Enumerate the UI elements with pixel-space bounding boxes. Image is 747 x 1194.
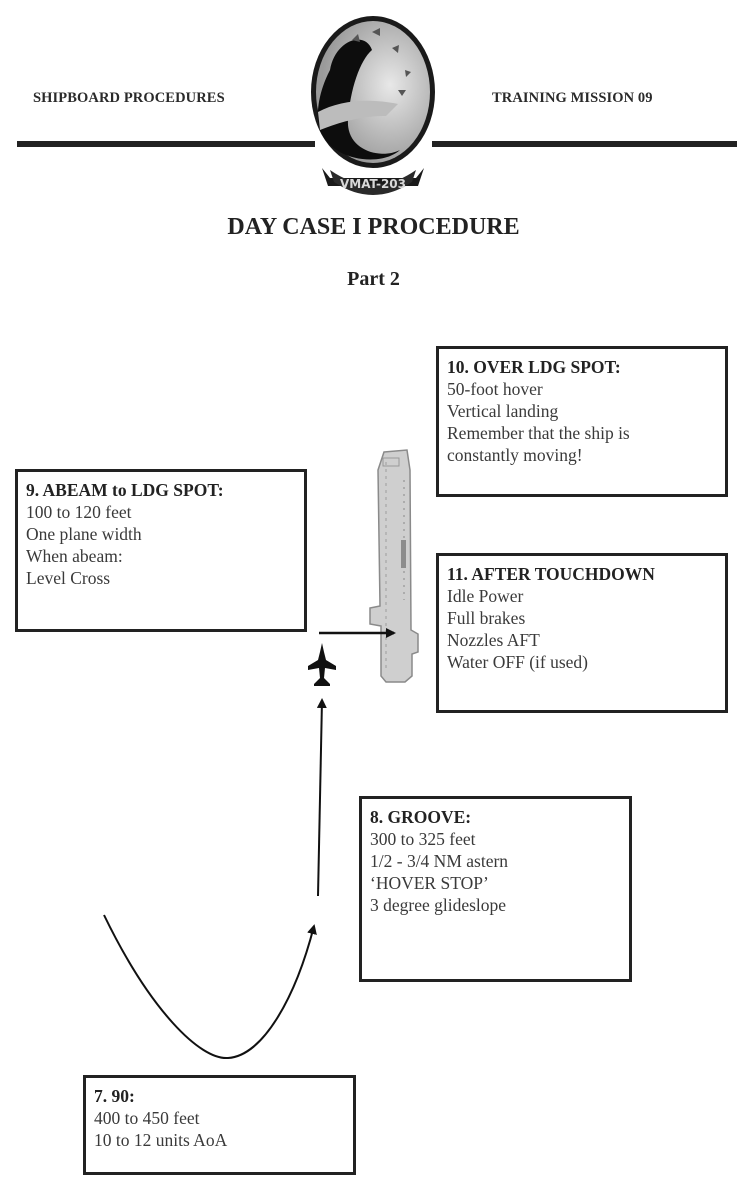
header-right-label: TRAINING MISSION 09 <box>492 90 653 106</box>
header-left-label: SHIPBOARD PROCEDURES <box>33 90 225 106</box>
step-line: 100 to 120 feet <box>26 502 132 522</box>
step-after-touchdown: 11. AFTER TOUCHDOWN Idle Power Full brak… <box>436 553 728 713</box>
step-line: 10 to 12 units AoA <box>94 1130 228 1150</box>
step-groove: 8. GROOVE: 300 to 325 feet 1/2 - 3/4 NM … <box>359 796 632 982</box>
step-title: 11. AFTER TOUCHDOWN <box>447 564 655 584</box>
step-line: Nozzles AFT <box>447 630 540 650</box>
step-line: constantly moving! <box>447 445 583 465</box>
groove-path-arrow <box>316 698 327 897</box>
page-title: DAY CASE I PROCEDURE <box>227 214 520 240</box>
harrier-jet-icon <box>308 643 336 686</box>
emblem-text: VMAT-203 <box>340 177 406 191</box>
squadron-emblem-icon: VMAT-203 <box>311 16 435 195</box>
step-abeam-ldg-spot: 9. ABEAM to LDG SPOT: 100 to 120 feet On… <box>15 469 307 632</box>
step-line: Remember that the ship is <box>447 423 630 443</box>
step-line: Full brakes <box>447 608 526 628</box>
step-line: Vertical landing <box>447 401 559 421</box>
step-line: 50-foot hover <box>447 379 543 399</box>
step-line: 1/2 - 3/4 NM astern <box>370 851 509 871</box>
step-line: One plane width <box>26 524 142 544</box>
step-line: ‘HOVER STOP’ <box>370 873 489 893</box>
step-title: 8. GROOVE: <box>370 807 472 827</box>
header-rule-right <box>432 141 737 147</box>
step-title: 10. OVER LDG SPOT: <box>447 357 621 377</box>
header-rule-left <box>17 141 315 147</box>
step-line: 400 to 450 feet <box>94 1108 200 1128</box>
step-line: 300 to 325 feet <box>370 829 476 849</box>
aircraft-carrier-icon <box>369 449 419 683</box>
approach-turn-arrow <box>103 914 317 1060</box>
step-line: Level Cross <box>26 568 111 588</box>
step-line: Idle Power <box>447 586 524 606</box>
step-title: 9. ABEAM to LDG SPOT: <box>26 480 224 500</box>
step-line: Water OFF (if used) <box>447 652 588 672</box>
step-line: When abeam: <box>26 546 123 566</box>
step-ninety: 7. 90: 400 to 450 feet 10 to 12 units Ao… <box>83 1075 356 1175</box>
step-over-ldg-spot: 10. OVER LDG SPOT: 50-foot hover Vertica… <box>436 346 728 497</box>
step-title: 7. 90: <box>94 1086 135 1106</box>
step-line: 3 degree glideslope <box>370 895 507 915</box>
page-subtitle: Part 2 <box>347 268 400 290</box>
